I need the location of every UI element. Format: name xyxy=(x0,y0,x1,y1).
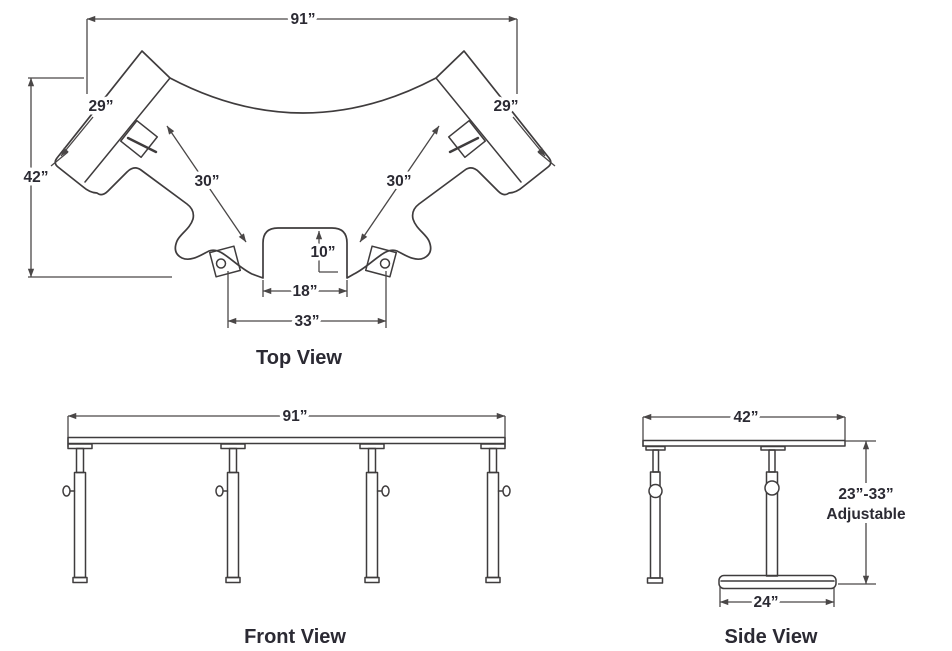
dim-label-base-depth: 24” xyxy=(754,594,779,611)
dim-top-depth: 42” xyxy=(20,77,172,278)
side-view-drawing: 42” 23”-33” Adjustable xyxy=(642,406,909,648)
wing-fold-line-left xyxy=(84,77,171,183)
dim-label-wing-left: 29” xyxy=(89,98,114,115)
bracket-leader-left xyxy=(126,136,158,154)
bracket-leader-right xyxy=(448,136,480,154)
tabletop-front xyxy=(67,436,506,445)
grommet-hole-right xyxy=(379,258,391,269)
front-view-drawing: 91” xyxy=(62,405,511,648)
tabletop-side xyxy=(642,439,846,447)
table-leg xyxy=(760,445,786,577)
dim-side-depth: 42” xyxy=(642,406,846,447)
label-mask xyxy=(831,483,903,523)
wing-bracket-left xyxy=(119,119,159,159)
dim-label-span-right: 30” xyxy=(387,173,412,190)
dim-label-height-note: Adjustable xyxy=(826,506,906,523)
wing-fold-line-right xyxy=(435,77,522,183)
adjustment-knob xyxy=(764,480,780,496)
grommet-hole-left xyxy=(215,258,227,269)
dim-notch-width: 18” xyxy=(262,280,348,304)
dim-top-overall-width: 91” xyxy=(86,8,518,94)
desk-outline xyxy=(54,50,552,279)
dim-label-depth: 42” xyxy=(24,169,49,186)
dim-label-overall-width: 91” xyxy=(291,11,316,28)
top-view-drawing: 91” 29” 29” 42” 30” 30” xyxy=(20,8,556,369)
dim-label-wing-right: 29” xyxy=(494,98,519,115)
side-view-title: Side View xyxy=(724,626,817,648)
top-view-title: Top View xyxy=(256,347,342,369)
dim-label-notch-depth: 10” xyxy=(311,244,336,261)
table-leg xyxy=(215,443,246,584)
dim-label-notch-outer-span: 33” xyxy=(295,313,320,330)
grommet-tab-left xyxy=(208,245,242,278)
front-view-title: Front View xyxy=(244,626,346,648)
adjustment-knob xyxy=(502,485,511,497)
table-leg xyxy=(480,443,511,584)
dim-front-overall-width: 91” xyxy=(67,405,506,447)
dim-label-side-depth: 42” xyxy=(734,409,759,426)
dim-notch-outer-span: 33” xyxy=(227,271,387,334)
dim-notch-depth: 10” xyxy=(307,230,339,273)
t-base-foot xyxy=(718,574,837,590)
adjustment-knob xyxy=(381,485,390,497)
dim-side-height: 23”-33” Adjustable xyxy=(823,440,909,585)
table-leg xyxy=(645,445,666,584)
grommet-tab-right xyxy=(364,245,398,278)
dim-label-height-range: 23”-33” xyxy=(838,486,893,503)
dim-span-right: 30” xyxy=(359,125,440,243)
dim-base-depth: 24” xyxy=(719,587,835,615)
adjustment-knob xyxy=(62,485,71,497)
dim-wing-left: 29” xyxy=(50,95,117,167)
table-leg xyxy=(62,443,93,584)
dim-label-span-left: 30” xyxy=(195,173,220,190)
dim-label-notch-width: 18” xyxy=(293,283,318,300)
dim-span-left: 30” xyxy=(166,125,247,243)
adjustment-knob xyxy=(648,483,663,499)
table-leg xyxy=(359,443,390,584)
wing-bracket-right xyxy=(447,119,487,159)
adjustment-knob xyxy=(215,485,224,497)
dim-label-front-width: 91” xyxy=(283,408,308,425)
dim-wing-right: 29” xyxy=(490,95,556,167)
